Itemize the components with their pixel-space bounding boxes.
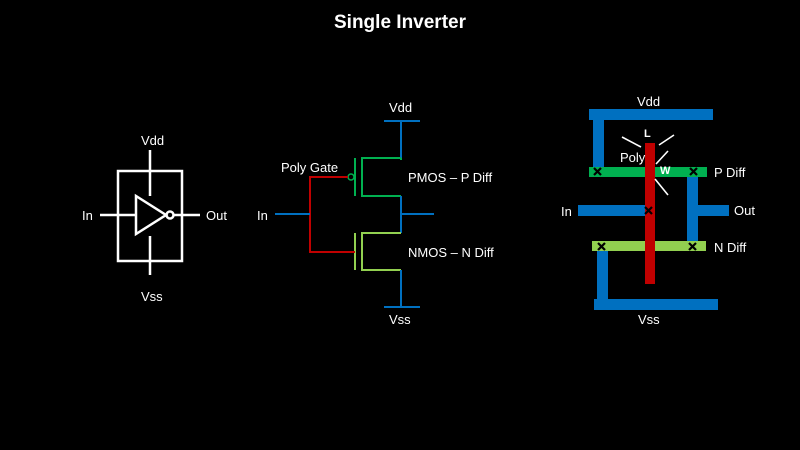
poly-gate-label: Poly Gate	[281, 160, 339, 175]
symbol-in-label: In	[82, 208, 93, 223]
length-arrow-left	[621, 136, 642, 148]
nmos-label: NMOS – N Diff	[408, 245, 494, 260]
symbol-out-label: Out	[206, 208, 227, 223]
p-diff-label: P Diff	[714, 165, 746, 180]
vdd-metal-rail	[589, 109, 713, 120]
layout-in-label: In	[561, 204, 572, 219]
out-metal-stub	[687, 205, 729, 216]
x-mark-icon	[597, 242, 606, 251]
layout-vss-label: Vss	[638, 312, 660, 327]
in-metal-wire	[578, 205, 650, 216]
schematic-vss-label: Vss	[389, 312, 411, 327]
vss-metal-riser	[597, 246, 608, 304]
vdd-metal-drop	[593, 109, 604, 175]
poly-label: Poly	[620, 150, 646, 165]
buffer-triangle	[134, 193, 169, 237]
x-mark-icon	[688, 242, 697, 251]
nmos-channel	[361, 232, 401, 271]
transistor-schematic	[275, 120, 434, 308]
vss-metal-rail	[594, 299, 718, 310]
length-label: L	[644, 128, 651, 140]
width-arrow-bottom	[654, 178, 669, 196]
x-mark-icon	[593, 167, 602, 176]
slide-title: Single Inverter	[334, 12, 466, 33]
layout-out-label: Out	[734, 203, 755, 218]
pmos-gate-bubble	[347, 173, 355, 181]
schematic-in-label: In	[257, 208, 268, 223]
pmos-label: PMOS – P Diff	[408, 170, 493, 185]
dimension-arrows	[621, 134, 675, 196]
poly-gate-wire	[309, 176, 355, 253]
x-mark-icon	[644, 206, 653, 215]
inverter-symbol	[100, 150, 200, 275]
layout-vdd-label: Vdd	[637, 94, 661, 109]
width-label: W	[660, 165, 671, 177]
length-arrow-right	[658, 134, 675, 146]
n-diff-label: N Diff	[714, 240, 747, 255]
x-mark-icon	[689, 167, 698, 176]
physical-layout	[578, 109, 729, 310]
pmos-channel	[361, 157, 401, 197]
width-arrow-top	[655, 150, 669, 165]
symbol-vdd-label: Vdd	[141, 133, 165, 148]
symbol-vss-label: Vss	[141, 289, 163, 304]
inversion-bubble	[165, 210, 175, 220]
schematic-vdd-label: Vdd	[389, 100, 413, 115]
